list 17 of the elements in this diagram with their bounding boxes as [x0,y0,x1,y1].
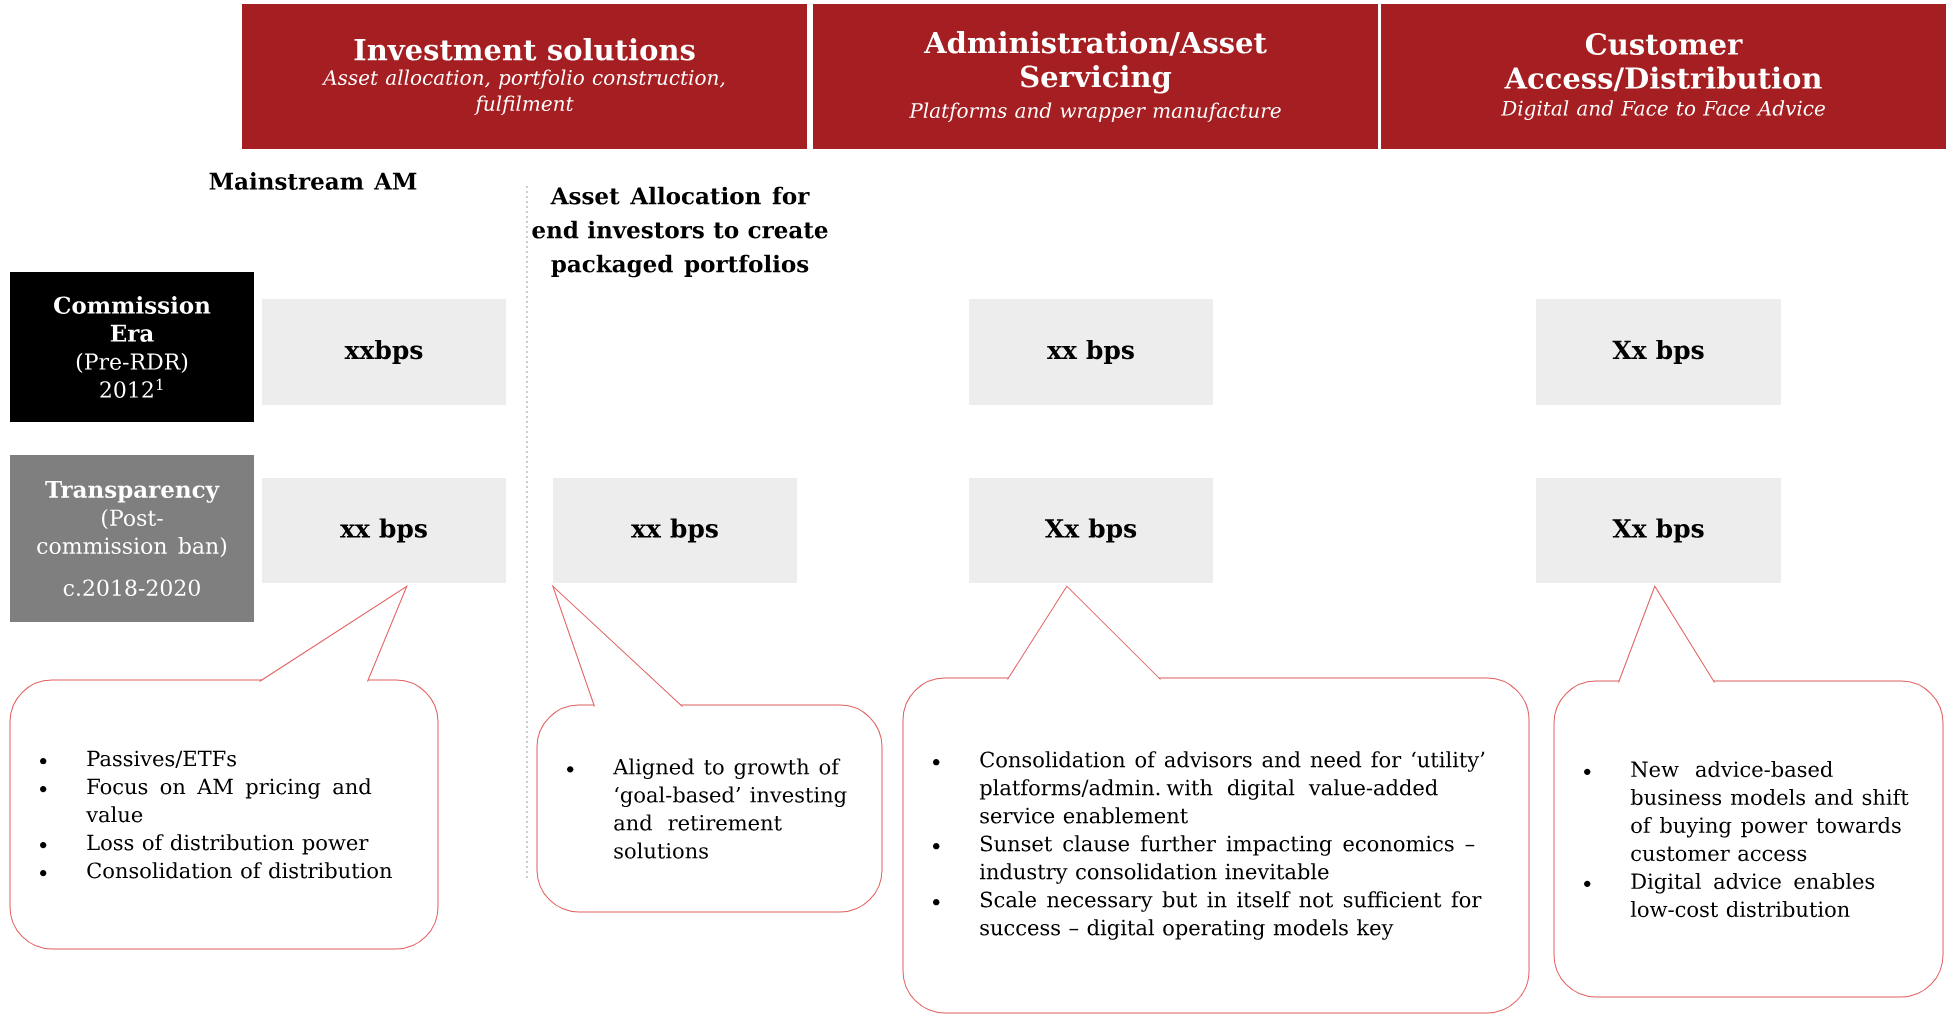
column-header: Customer Access/Distribution Digital and Face to Face Advice [1381,4,1946,149]
fee-box: xx bps [553,478,797,583]
fee-box: xx bps [262,478,506,583]
era-label-box: Commission Era (Pre-RDR) 2012$^{1}$ [10,272,254,422]
column-subheading: Mainstream AM [209,172,417,190]
column-header: Investment solutions Asset allocation, portfolio construction, fulfilment [242,4,807,149]
column-subheading: Asset Allocation for end investors to create packaged portfolios [532,186,828,278]
fee-box: Xx bps [969,478,1213,583]
callout-bubble: New advice-based business models and shift of buying power towards customer access Digital advice enables low-cost distribution [1553,585,1944,998]
fee-box: Xx bps [1536,299,1781,405]
fee-box: xxbps [262,299,506,405]
callout-bubble: Aligned to growth of ‘goal-based’ investing and retirement solutions [536,585,883,913]
era-label-box: Transparency (Post-commission ban) c.2018-2020 [10,455,254,622]
column-header: Administration/Asset Servicing Platforms and wrapper manufacture [813,4,1378,149]
fee-box: xx bps [969,299,1213,405]
fee-box: Xx bps [1536,478,1781,583]
callout-bubble: Consolidation of advisors and need for ‘utility’ platforms/admin. with digital value-added service enablement Sunset clause further impacting economics – industry consolidation inevitable Scale necessary but in itself not sufficient for success – digital operating models key [902,585,1530,1014]
